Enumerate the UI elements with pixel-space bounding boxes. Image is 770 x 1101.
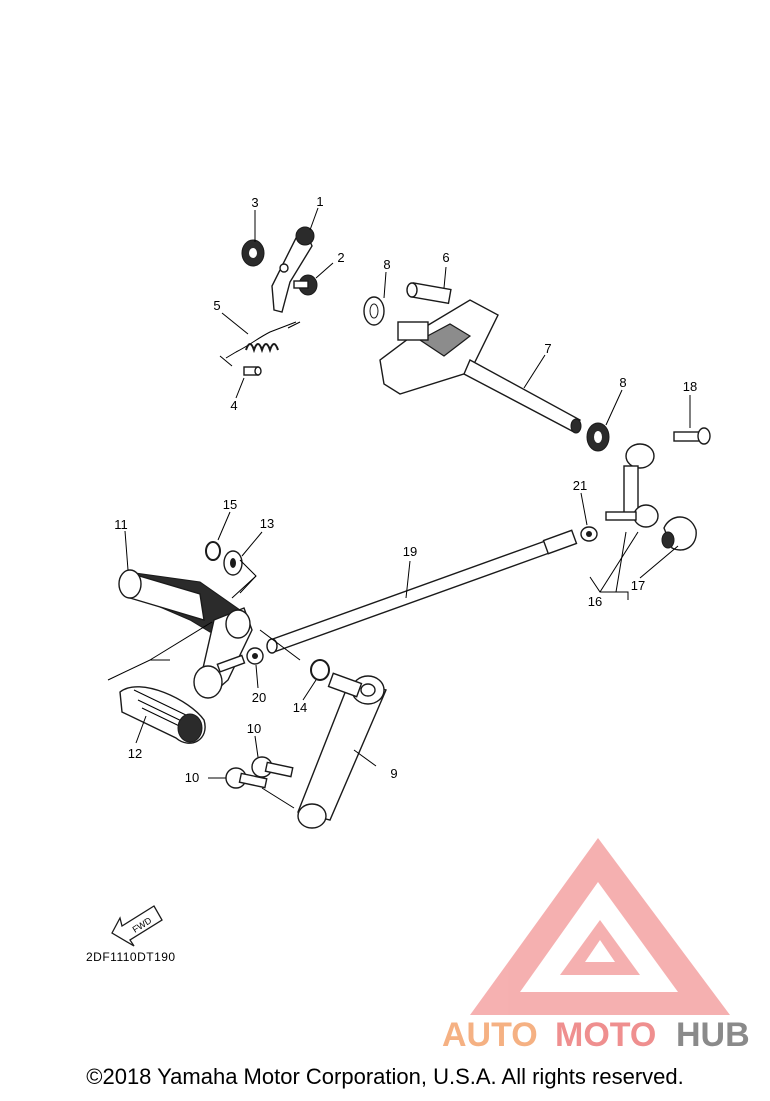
fwd-arrow-icon: FWD: [111, 905, 163, 947]
callout-14: 14: [293, 700, 307, 715]
callout-labels: 1 2 3 4 5 6 7 8 8 9 10 10 11 12 13 14 15…: [114, 194, 697, 785]
watermark-text: AUTO MOTO HUB: [442, 1016, 750, 1054]
leader-lines: [107, 207, 691, 809]
callout-16: 16: [588, 594, 602, 609]
part-1-arm: [271, 226, 315, 313]
part-11-shift-pedal: [118, 569, 253, 699]
callout-9: 9: [390, 766, 397, 781]
callout-19: 19: [403, 544, 417, 559]
callout-2: 2: [337, 250, 344, 265]
callout-11: 11: [114, 517, 128, 532]
part-21-nut: [580, 526, 598, 542]
callout-3: 3: [251, 195, 258, 210]
part-3-washer: [241, 239, 265, 267]
callout-21: 21: [573, 478, 587, 493]
callout-10b: 10: [185, 770, 199, 785]
callout-17: 17: [631, 578, 645, 593]
part-18-bolt: [673, 427, 711, 445]
callout-15: 15: [223, 497, 237, 512]
watermark-moto: MOTO: [555, 1016, 656, 1054]
part-15-circlip: [205, 541, 221, 561]
callout-10a: 10: [247, 721, 261, 736]
callout-20: 20: [252, 690, 266, 705]
callout-12: 12: [128, 746, 142, 761]
callout-8a: 8: [383, 257, 390, 272]
copyright-notice: ©2018 Yamaha Motor Corporation, U.S.A. A…: [86, 1064, 684, 1089]
callout-5: 5: [213, 298, 220, 313]
part-5-spring: [219, 321, 301, 367]
part-17-cap: [661, 516, 697, 551]
part-19-rod: [266, 529, 578, 654]
part-10-bolt-upper: [251, 756, 294, 778]
part-4-pin: [243, 366, 262, 376]
part-12-pedal-rubber: [119, 686, 206, 744]
part-16-joint: [605, 443, 659, 528]
part-6-shaft-pin: [406, 282, 452, 305]
watermark-logo-icon: [470, 838, 730, 1015]
callout-4: 4: [230, 398, 237, 413]
callout-1: 1: [316, 194, 323, 209]
diagram-code: 2DF1110DT190: [86, 950, 176, 964]
callout-18: 18: [683, 379, 697, 394]
callout-8b: 8: [619, 375, 626, 390]
part-13-washer: [223, 550, 243, 576]
watermark-auto: AUTO: [442, 1016, 538, 1054]
callout-13: 13: [260, 516, 274, 531]
callout-7: 7: [544, 341, 551, 356]
part-14-circlip: [310, 659, 330, 681]
part-2-bolt: [293, 274, 318, 296]
part-8-washer-upper: [363, 296, 385, 326]
part-7-shift-shaft: [379, 299, 582, 434]
watermark-hub: HUB: [676, 1016, 750, 1054]
part-9-lever: [297, 672, 387, 829]
part-20-nut: [246, 647, 264, 665]
part-8-washer-lower: [586, 422, 610, 452]
callout-6: 6: [442, 250, 449, 265]
